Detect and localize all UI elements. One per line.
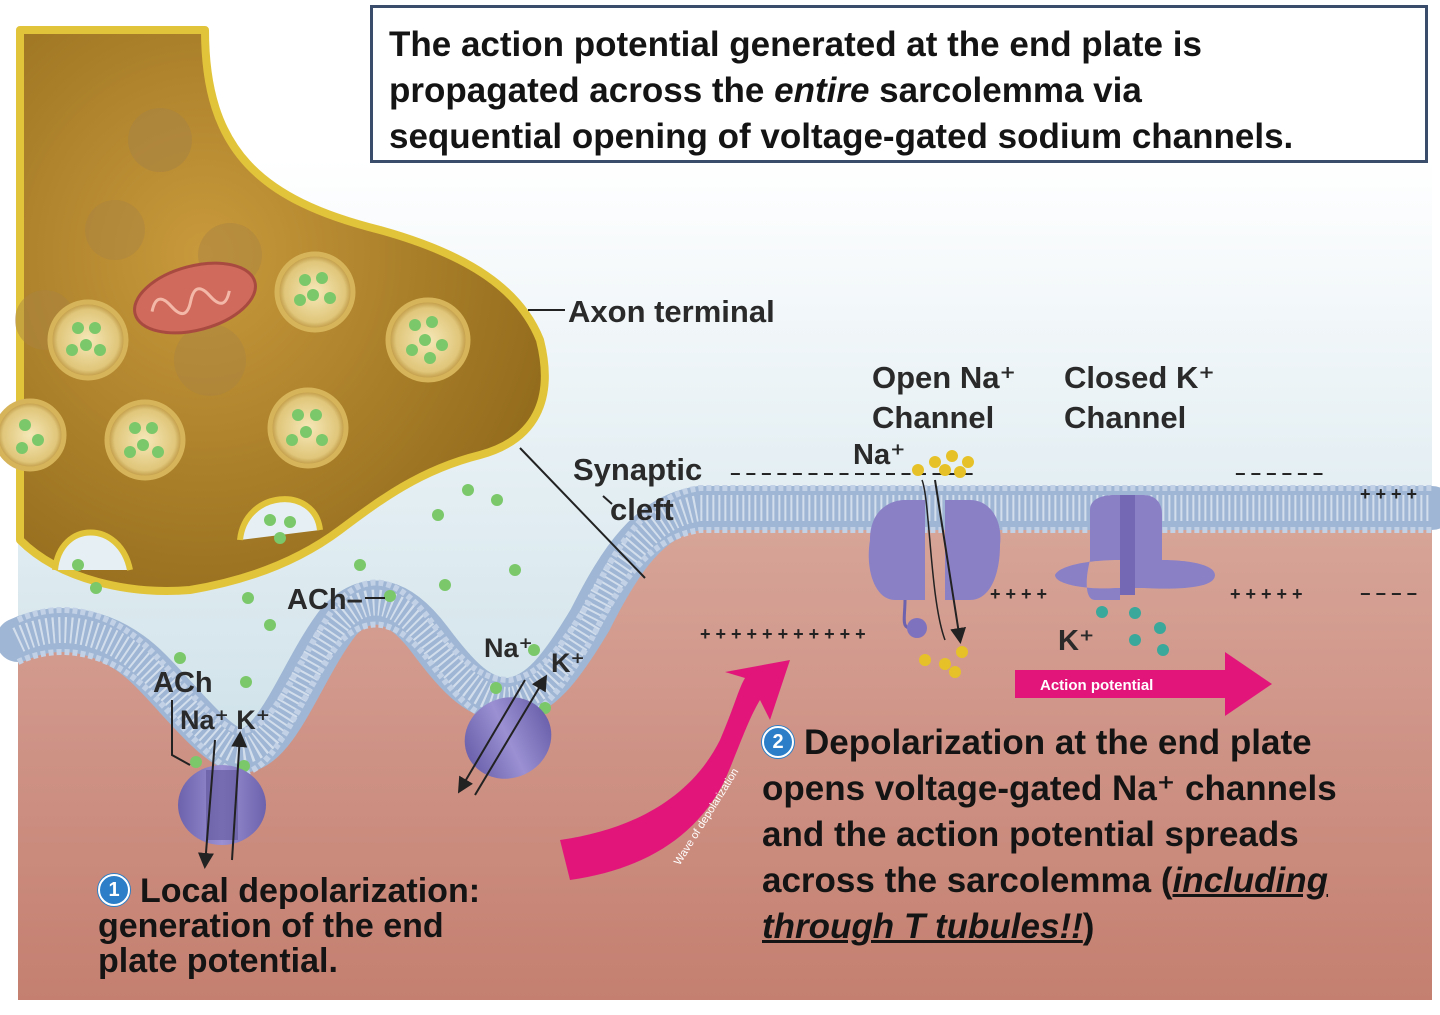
open-na-channel-label-2: Channel <box>872 400 994 435</box>
action-potential-arrow: Action potential <box>1015 652 1272 716</box>
vesicle-fusing <box>264 514 296 544</box>
na-k-left-label: Na⁺ K⁺ <box>180 705 270 735</box>
closed-k-channel-label-2: Channel <box>1064 400 1186 435</box>
vesicle <box>274 251 356 333</box>
k-right-label: K⁺ <box>1058 625 1094 657</box>
step-2-line-3: and the action potential spreads <box>762 815 1299 854</box>
k-mid-label: K⁺ <box>551 648 585 678</box>
plus-signs-inner: + + + + + + + + + + + <box>700 624 866 644</box>
step-1-line-3: plate potential. <box>98 942 338 981</box>
step-2-emphasis-including: including <box>1172 861 1329 900</box>
na-mid-label: Na⁺ <box>484 633 533 663</box>
plus-signs-outer: + + + + <box>1360 484 1417 504</box>
vesicle <box>0 398 67 472</box>
open-na-channel-label-1: Open Na⁺ <box>872 360 1016 395</box>
na-right-label: Na⁺ <box>853 439 905 471</box>
ach-receptor-label: ACh <box>153 667 213 699</box>
step-2-text-4a: across the sarcolemma ( <box>762 861 1173 900</box>
step-1-line-1: 1 Local depolarization: <box>98 874 568 909</box>
header-line-2-emphasis: entire <box>774 71 870 110</box>
ach-receptor-channel-1 <box>178 731 266 869</box>
step-2-emphasis-t-tubules: through T tubules!! <box>762 907 1083 946</box>
step-2-text-1: Depolarization at the end plate <box>804 723 1312 762</box>
step-2-line-1: 2 Depolarization at the end plate <box>762 720 1422 766</box>
vesicle <box>267 387 349 469</box>
step-2-caption: 2 Depolarization at the end plate opens v… <box>762 720 1422 950</box>
header-line-2: propagated across the entire sarcolemma … <box>389 68 1409 114</box>
step-2-line-4: across the sarcolemma (including <box>762 858 1422 904</box>
open-na-channel <box>868 479 1001 644</box>
header-line-1: The action potential generated at the en… <box>389 25 1202 64</box>
membrane-charge-markers: − − − − − − − − − − − − − − − − − − − − … <box>700 464 1417 644</box>
header-line-2b: sarcolemma via <box>869 71 1142 110</box>
sarcolemma-membrane <box>0 485 1440 776</box>
minus-signs-inner: − − − − <box>1360 584 1417 604</box>
closed-k-channel-label-1: Closed K⁺ <box>1064 360 1215 395</box>
na-ions <box>912 450 974 678</box>
k-ions <box>1096 606 1169 656</box>
mitochondrion <box>133 261 257 335</box>
closed-k-channel <box>1055 495 1215 600</box>
plus-signs-inner-3: + + + + + <box>1230 584 1303 604</box>
axon-terminal-label: Axon terminal <box>568 294 775 329</box>
action-potential-label: Action potential <box>1040 677 1153 694</box>
step-2-text-5b: ) <box>1082 907 1095 946</box>
cleft-label: cleft <box>610 492 674 527</box>
step-1-number-badge: 1 <box>98 874 130 907</box>
header-line-3: sequential opening of voltage-gated sodi… <box>389 117 1294 156</box>
step-2-number-badge: 2 <box>762 725 794 758</box>
header-line-2a: propagated across the <box>389 71 775 110</box>
step-1-text-1: Local depolarization: <box>140 872 481 910</box>
ach-cleft-label: ACh– <box>287 584 363 616</box>
ach-receptor-channel-2 <box>457 674 552 796</box>
minus-signs-outer-2: − − − − − − <box>1235 464 1323 484</box>
vesicle <box>47 299 129 381</box>
step-1-line-2: generation of the end <box>98 907 444 946</box>
synaptic-label: Synaptic <box>573 452 702 487</box>
header-box: The action potential generated at the en… <box>370 5 1428 163</box>
synaptic-vesicles <box>0 251 471 544</box>
step-1-caption: 1 Local depolarization: generation of the… <box>98 874 568 979</box>
step-2-line-5: through T tubules!!) <box>762 904 1422 950</box>
step-2-line-2: opens voltage-gated Na⁺ channels <box>762 769 1337 808</box>
vesicle <box>385 297 471 383</box>
vesicle <box>104 399 186 481</box>
plus-signs-inner-2: + + + + <box>990 584 1047 604</box>
leader-lines <box>171 309 646 766</box>
